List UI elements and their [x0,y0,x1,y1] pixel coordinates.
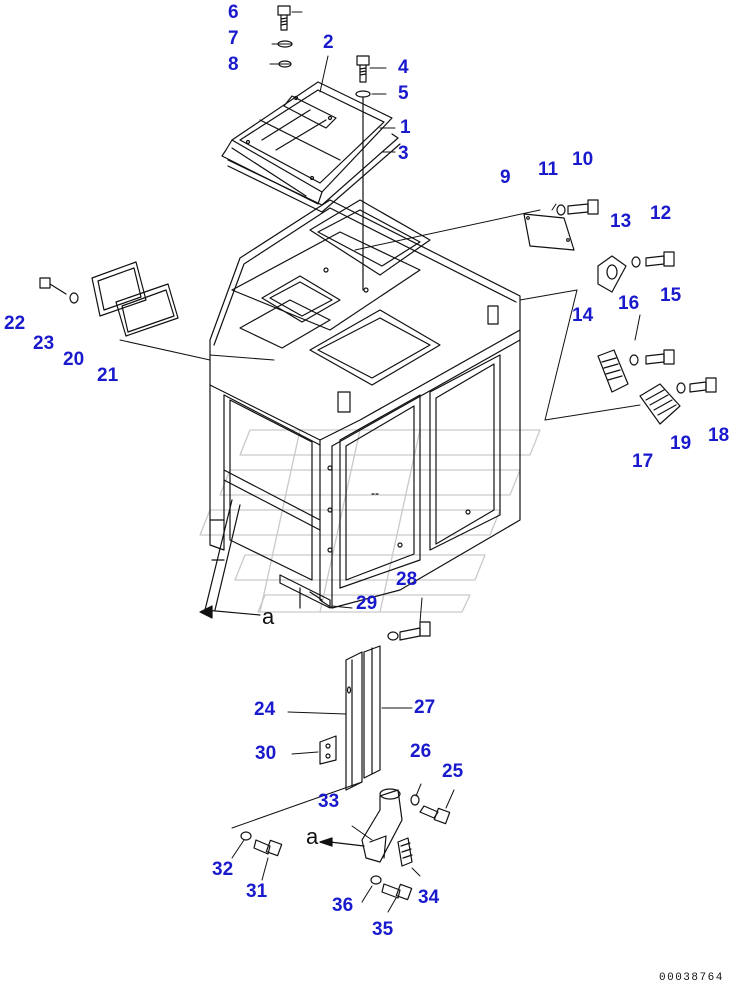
bolt-6 [277,5,291,31]
callout-16: 16 [618,293,640,314]
callout-4: 4 [398,57,409,78]
callout-21: 21 [97,365,119,386]
callout-27: 27 [414,697,436,718]
bolt-22 [39,277,67,295]
roof-cover-assembly [221,81,401,213]
view-ref-a-top: a [262,604,275,629]
washer-16 [629,354,639,366]
pillar-cover-27 [363,645,381,779]
pillar-cover-24 [345,651,363,791]
leader-24 [287,711,347,715]
bolt-35 [381,883,413,901]
callout-34: 34 [418,887,440,908]
callout-22: 22 [4,313,26,334]
washer-19 [676,382,686,394]
cover-plate-9 [523,213,575,251]
callout-18: 18 [708,425,730,446]
leader-lines [119,11,641,421]
document-code: 00038764 [659,972,724,984]
callout-30: 30 [255,743,277,764]
washer-36 [370,875,382,885]
callout-24: 24 [254,699,276,720]
plate-30 [319,735,337,765]
callout-31: 31 [246,881,268,902]
callout-25: 25 [442,761,464,782]
side-plate-21 [115,283,179,337]
bolt-18 [689,377,717,393]
callout-11: 11 [538,159,559,180]
watermark-logo [199,429,541,613]
leader-30 [291,751,319,755]
callout-17: 17 [632,451,654,472]
callout-28: 28 [396,569,418,590]
view-arrow-a-bottom [319,837,365,847]
callout-26: 26 [410,741,432,762]
bracket-33 [361,788,403,863]
view-ref-a-bottom: a [306,824,319,849]
callout-2: 2 [323,32,334,53]
callout-33: 33 [318,791,340,812]
bolt-31 [253,839,283,857]
callout-12: 12 [650,203,672,224]
callout-10: 10 [572,149,594,170]
washer-23 [69,292,79,304]
callout-7: 7 [228,28,239,49]
washer-32 [240,831,252,841]
callout-14: 14 [572,305,594,326]
callout-35: 35 [372,919,394,940]
bolt-25 [419,805,451,825]
washer-13 [631,256,641,268]
washer-29 [387,631,399,641]
side-plate-20 [91,261,147,317]
grille-plate [597,255,627,293]
washer-11 [556,204,566,216]
callout-1: 1 [400,117,411,138]
bolt-15 [645,349,675,365]
callout-36: 36 [332,895,354,916]
washer-26 [410,794,420,806]
bolt-28 [399,621,431,641]
rubber-34 [397,837,413,867]
leader-lines-lower [231,597,455,913]
callout-6: 6 [228,2,239,23]
callout-19: 19 [670,433,692,454]
callout-8: 8 [228,54,239,75]
cab-frame [209,199,521,609]
callout-5: 5 [398,83,409,104]
callout-13: 13 [610,211,632,232]
callout-32: 32 [212,859,234,880]
bolt-10 [567,199,599,215]
louver-cover-14 [597,349,629,393]
view-arrow-a-top [199,499,261,619]
callout-23: 23 [33,333,55,354]
callout-15: 15 [660,285,682,306]
louver-cover-17 [639,383,681,425]
bolt-4 [356,55,370,83]
washer-5 [355,90,371,98]
callout-3: 3 [398,143,409,164]
bolt-12 [645,251,675,267]
callout-29: 29 [356,593,378,614]
callout-20: 20 [63,349,85,370]
callout-9: 9 [500,167,511,188]
